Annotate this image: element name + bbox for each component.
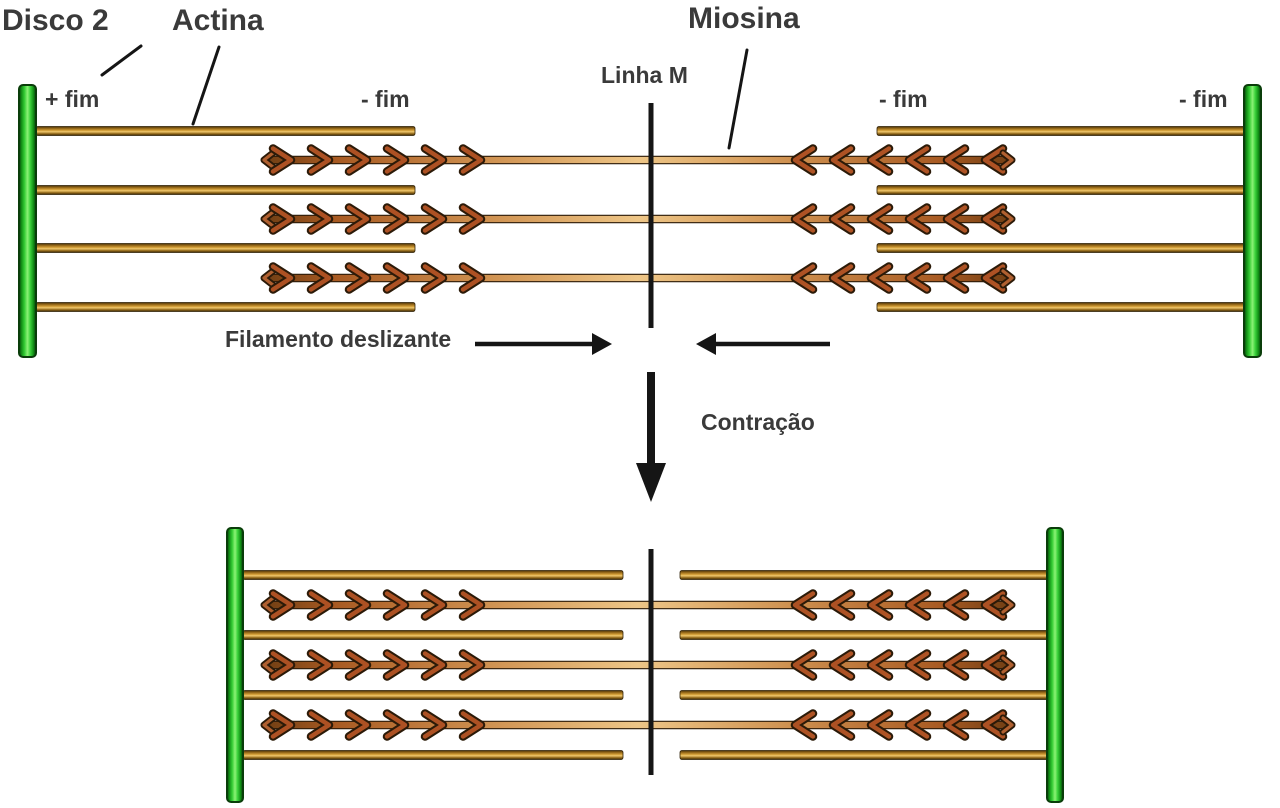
myosin-label: Miosina xyxy=(688,2,800,35)
z-disc-right xyxy=(1243,84,1262,358)
z-disc-right xyxy=(1046,527,1064,803)
m-line xyxy=(648,103,654,328)
relaxed-sarcomere xyxy=(18,84,1262,358)
actin-filament xyxy=(35,243,416,253)
minus-end-label: - fim xyxy=(879,86,928,112)
z-disc-left xyxy=(18,84,37,358)
slide-arrow-left xyxy=(696,333,830,355)
actin-filament xyxy=(876,126,1246,136)
plus-end-label: + fim xyxy=(45,86,100,112)
actin-filament xyxy=(679,690,1051,700)
actin-filaments-left xyxy=(35,126,416,312)
slide-arrow-right xyxy=(475,333,612,355)
actin-filament xyxy=(35,126,416,136)
myosin-filament xyxy=(264,267,1012,290)
actin-label: Actina xyxy=(172,4,264,37)
myosin-filament xyxy=(264,149,1012,172)
m-line xyxy=(648,549,654,775)
sliding-filament-label: Filamento deslizante xyxy=(225,326,452,352)
actin-filaments-left xyxy=(242,570,624,760)
actin-filaments-right xyxy=(876,126,1246,312)
myosin-filament xyxy=(264,594,1012,617)
actin-filament xyxy=(242,570,624,580)
actin-filament xyxy=(35,302,416,312)
contracted-sarcomere xyxy=(226,527,1064,803)
myosin-filament xyxy=(264,714,1012,737)
myosin-filament xyxy=(264,208,1012,231)
minus-end-label: - fim xyxy=(1179,86,1228,112)
actin-filament xyxy=(679,630,1051,640)
z-disc-label: Disco 2 xyxy=(2,4,109,37)
minus-end-label: - fim xyxy=(361,86,410,112)
contraction-arrow xyxy=(636,372,666,502)
actin-filament xyxy=(876,185,1246,195)
myosin-leader-line xyxy=(727,48,749,150)
m-line-label: Linha M xyxy=(601,62,688,88)
z-disc-leader-line xyxy=(100,44,143,77)
actin-filament xyxy=(242,690,624,700)
actin-filament xyxy=(35,185,416,195)
z-disc-left xyxy=(226,527,244,803)
actin-filament xyxy=(679,570,1051,580)
actin-filament xyxy=(876,302,1246,312)
actin-filament xyxy=(679,750,1051,760)
myosin-filament xyxy=(264,654,1012,677)
actin-filament xyxy=(242,630,624,640)
actin-filament xyxy=(876,243,1246,253)
actin-leader-line xyxy=(191,45,221,126)
actin-filaments-right xyxy=(679,570,1051,760)
actin-filament xyxy=(242,750,624,760)
contraction-label: Contração xyxy=(701,409,815,435)
